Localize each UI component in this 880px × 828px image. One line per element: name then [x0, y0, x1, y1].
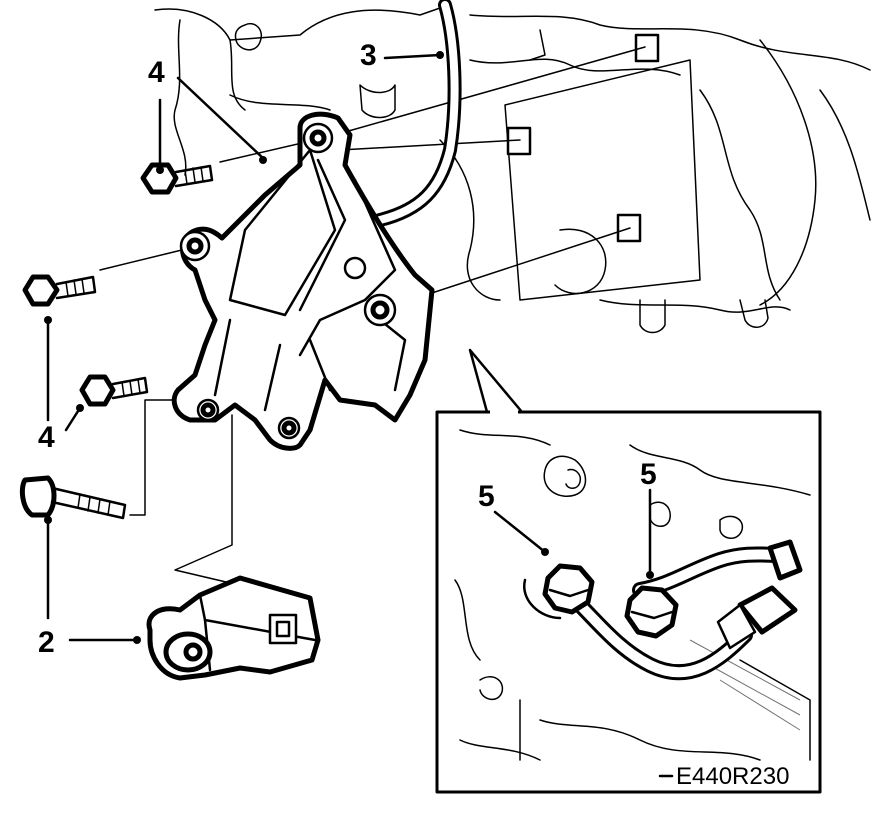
reference-code: E440R230: [676, 763, 789, 790]
bolt-middle-left: [22, 274, 97, 307]
bolt-middle-lower: [79, 374, 149, 407]
bolt-upper: [140, 162, 214, 195]
engine-block: [154, 7, 871, 334]
callout-3: 3: [360, 39, 377, 72]
callout-4-middle: 4: [38, 421, 55, 454]
alignment-lines: [99, 46, 646, 591]
bolt-long: [19, 475, 127, 520]
mounting-bracket: [171, 111, 435, 451]
leader-lines: [44, 51, 444, 644]
callout-5-left: 5: [478, 480, 495, 513]
callout-2: 2: [38, 626, 55, 659]
callout-5-right: 5: [640, 458, 657, 491]
knock-sensor: [146, 575, 321, 681]
callout-4-upper: 4: [148, 56, 165, 89]
detail-inset: 5 5 E440R230: [435, 348, 822, 794]
